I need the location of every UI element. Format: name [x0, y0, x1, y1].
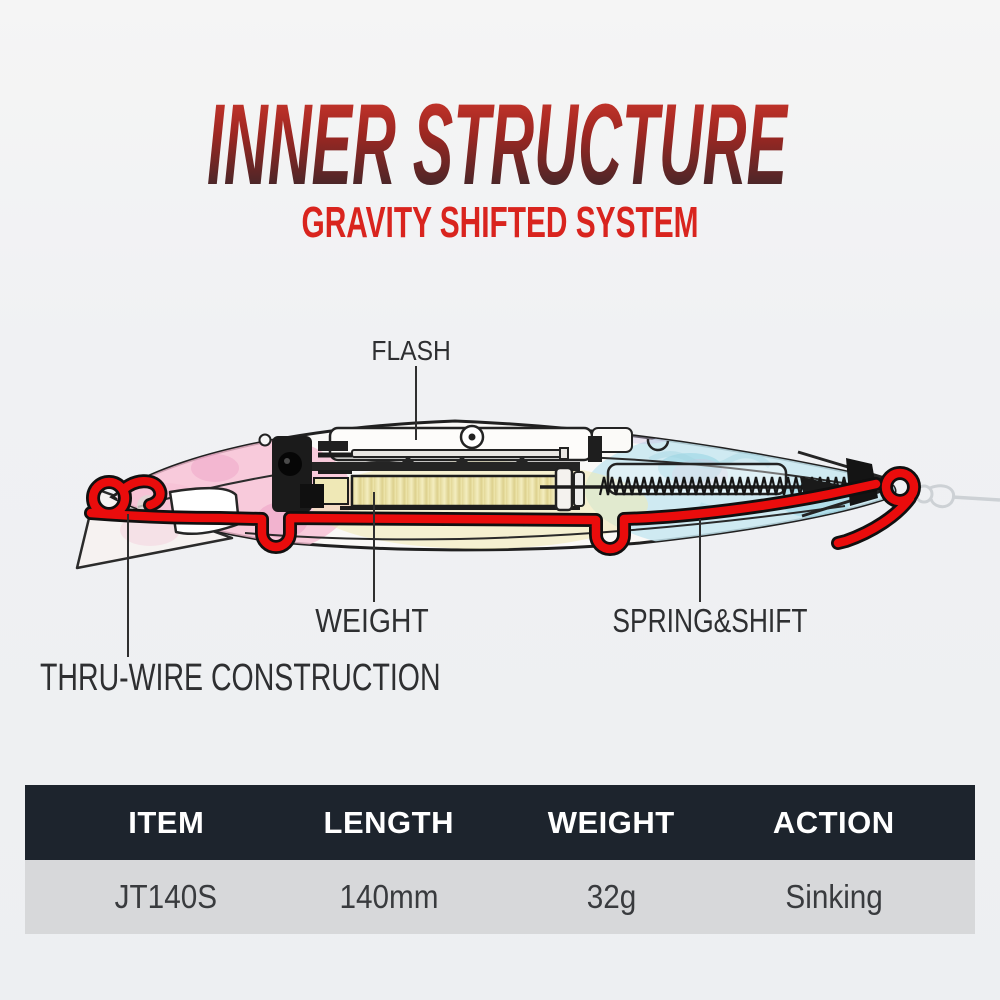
header-weight: WEIGHT [547, 804, 675, 840]
eyelet-front [258, 433, 272, 447]
thru-wire-label-text: THRU-WIRE CONSTRUCTION [40, 657, 441, 699]
cell-length: 140mm [339, 878, 439, 915]
spec-table-data-row: JT140S 140mm 32g Sinking [25, 860, 975, 934]
cell-weight: 32g [586, 878, 637, 915]
header-item: ITEM [128, 804, 205, 840]
spring-shift-assembly [540, 458, 878, 506]
lure-cutaway-diagram [75, 366, 1000, 657]
heading-block: INNER STRUCTURE GRAVITY SHIFTED SYSTEM [207, 81, 789, 247]
pivot-mechanism [272, 436, 602, 512]
weight-block [313, 466, 585, 512]
spring-shift-label: SPRING&SHIFT [588, 604, 828, 637]
callout-lines [127, 366, 701, 657]
top-notch [646, 438, 670, 452]
snap-clip [914, 484, 1000, 509]
cell-action: Sinking [785, 878, 883, 915]
spec-table-header-row: ITEM LENGTH WEIGHT ACTION [25, 785, 975, 860]
weight-label-text: WEIGHT [315, 602, 429, 639]
flash-label-text: FLASH [371, 335, 451, 366]
page-title: INNER STRUCTURE [207, 81, 789, 209]
weight-label: WEIGHT [292, 604, 452, 637]
cell-item: JT140S [115, 878, 218, 915]
header-length: LENGTH [323, 804, 454, 840]
page-subtitle: GRAVITY SHIFTED SYSTEM [302, 198, 699, 247]
spring-shift-label-text: SPRING&SHIFT [612, 602, 808, 639]
thru-wire-red [86, 468, 919, 554]
flash-label: FLASH [331, 337, 491, 365]
thru-wire-label: THRU-WIRE CONSTRUCTION [40, 659, 540, 697]
spec-table: ITEM LENGTH WEIGHT ACTION JT140S 140mm 3… [25, 785, 975, 934]
inner-belly-line [244, 505, 846, 541]
header-action: ACTION [772, 804, 895, 840]
